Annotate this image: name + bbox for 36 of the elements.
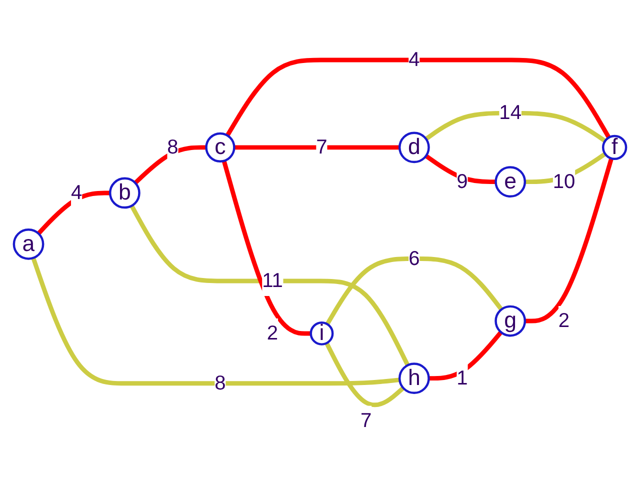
node-circle: c (205, 132, 236, 162)
edge-label: 8 (214, 371, 226, 394)
edge-label: 1 (456, 366, 468, 388)
edge-label: 11 (262, 268, 283, 292)
edge-label: 4 (408, 48, 420, 70)
connector (222, 160, 311, 336)
connector (428, 330, 503, 380)
edge-label: 2 (558, 308, 570, 332)
connector (36, 190, 110, 235)
connector (524, 157, 614, 323)
node-circle: i (310, 321, 334, 346)
node-circle: f (602, 134, 628, 160)
node-circle: d (398, 131, 430, 163)
connector (424, 110, 606, 142)
connector (234, 144, 400, 150)
connector (134, 144, 206, 184)
node-circle: a (12, 228, 44, 260)
connector (130, 204, 410, 366)
edge-label: 7 (316, 135, 328, 158)
connector (325, 256, 504, 325)
edge-label: 10 (552, 170, 576, 192)
edge-label: 8 (167, 135, 178, 158)
edge-label: 2 (266, 321, 278, 344)
connector (31, 256, 400, 386)
connector (324, 342, 405, 407)
node-circle: h (398, 362, 430, 394)
connector (225, 57, 611, 138)
edge-label: 6 (408, 246, 420, 269)
edge-label: 4 (71, 180, 82, 204)
node-circle: b (108, 176, 140, 208)
node-circle: g (494, 304, 526, 336)
edge-label: 9 (456, 170, 468, 192)
edge-label: 14 (499, 100, 522, 124)
node-circle: e (494, 166, 526, 198)
edge-label: 7 (360, 408, 372, 431)
connector (424, 154, 496, 184)
